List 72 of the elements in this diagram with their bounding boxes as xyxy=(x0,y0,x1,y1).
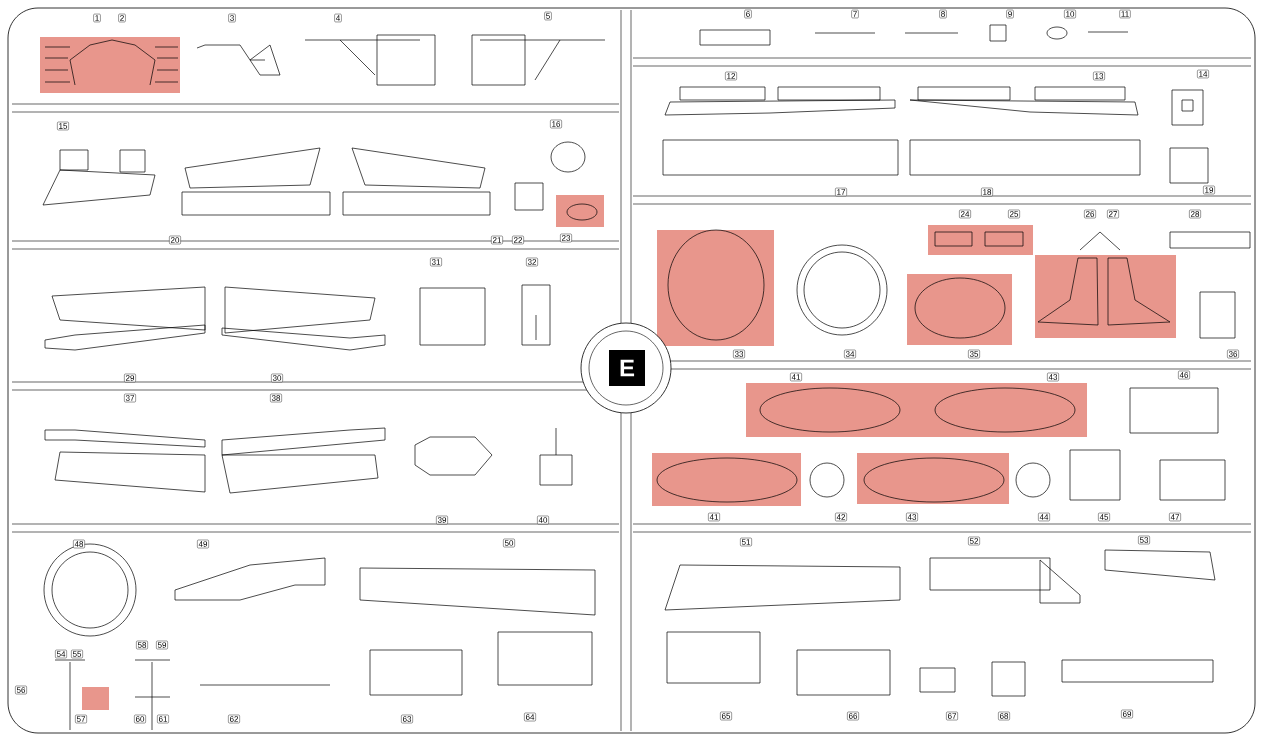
part-number: 10 xyxy=(1064,9,1076,19)
part-number: 28 xyxy=(1189,209,1201,219)
sprue-letter: E xyxy=(609,350,645,386)
part-number: 61 xyxy=(157,714,169,724)
part-number: 38 xyxy=(270,393,282,403)
part-number: 21 xyxy=(491,235,503,245)
part-number: 19 xyxy=(1203,185,1215,195)
part-number: 22 xyxy=(512,235,524,245)
part-number: 41 xyxy=(708,512,720,522)
part-number: 57 xyxy=(75,714,87,724)
part-number: 30 xyxy=(271,373,283,383)
part-number: 48 xyxy=(73,539,85,549)
part-number: 60 xyxy=(134,714,146,724)
part-number: 13 xyxy=(1093,71,1105,81)
part-number: 11 xyxy=(1119,9,1131,19)
part-number: 58 xyxy=(136,640,148,650)
part-number: 67 xyxy=(946,711,958,721)
part-number: 59 xyxy=(156,640,168,650)
part-number: 6 xyxy=(744,9,752,19)
part-number: 12 xyxy=(725,71,737,81)
part-number: 66 xyxy=(847,711,859,721)
part-number: 44 xyxy=(1038,512,1050,522)
part-number: 36 xyxy=(1227,349,1239,359)
part-number: 14 xyxy=(1197,69,1209,79)
part-number: 23 xyxy=(560,233,572,243)
part-number: 50 xyxy=(503,538,515,548)
part-number: 62 xyxy=(228,714,240,724)
part-number: 43 xyxy=(906,512,918,522)
part-number: 32 xyxy=(526,257,538,267)
part-number: 24 xyxy=(959,209,971,219)
part-number: 2 xyxy=(118,13,126,23)
part-number: 9 xyxy=(1006,9,1014,19)
part-number: 35 xyxy=(968,349,980,359)
part-number: 54 xyxy=(55,649,67,659)
part-number: 52 xyxy=(968,536,980,546)
part-number: 16 xyxy=(550,119,562,129)
part-number: 68 xyxy=(998,711,1010,721)
part-number: 7 xyxy=(851,9,859,19)
part-number: 34 xyxy=(844,349,856,359)
part-number: 64 xyxy=(524,712,536,722)
part-number: 3 xyxy=(228,13,236,23)
part-number: 40 xyxy=(537,515,549,525)
part-number: 33 xyxy=(733,349,745,359)
part-number: 18 xyxy=(981,187,993,197)
part-number: 53 xyxy=(1138,535,1150,545)
part-number: 8 xyxy=(939,9,947,19)
part-number: 1 xyxy=(93,13,101,23)
part-number: 20 xyxy=(169,235,181,245)
part-number: 15 xyxy=(57,121,69,131)
part-number: 37 xyxy=(124,393,136,403)
part-number: 56 xyxy=(15,685,27,695)
part-number: 25 xyxy=(1008,209,1020,219)
part-number: 5 xyxy=(544,11,552,21)
part-number: 27 xyxy=(1107,209,1119,219)
part-number: 51 xyxy=(740,537,752,547)
part-number: 43 xyxy=(1047,372,1059,382)
part-number: 47 xyxy=(1169,512,1181,522)
part-number: 26 xyxy=(1084,209,1096,219)
part-number: 39 xyxy=(436,515,448,525)
part-number: 45 xyxy=(1098,512,1110,522)
part-number: 69 xyxy=(1121,709,1133,719)
part-number: 63 xyxy=(401,714,413,724)
part-number: 65 xyxy=(720,711,732,721)
part-number: 17 xyxy=(835,187,847,197)
part-number: 41 xyxy=(790,372,802,382)
part-number: 4 xyxy=(334,13,342,23)
part-number: 49 xyxy=(197,539,209,549)
part-number: 42 xyxy=(835,512,847,522)
part-number: 31 xyxy=(430,257,442,267)
part-number: 46 xyxy=(1178,370,1190,380)
part-number: 29 xyxy=(124,373,136,383)
part-number: 55 xyxy=(71,649,83,659)
